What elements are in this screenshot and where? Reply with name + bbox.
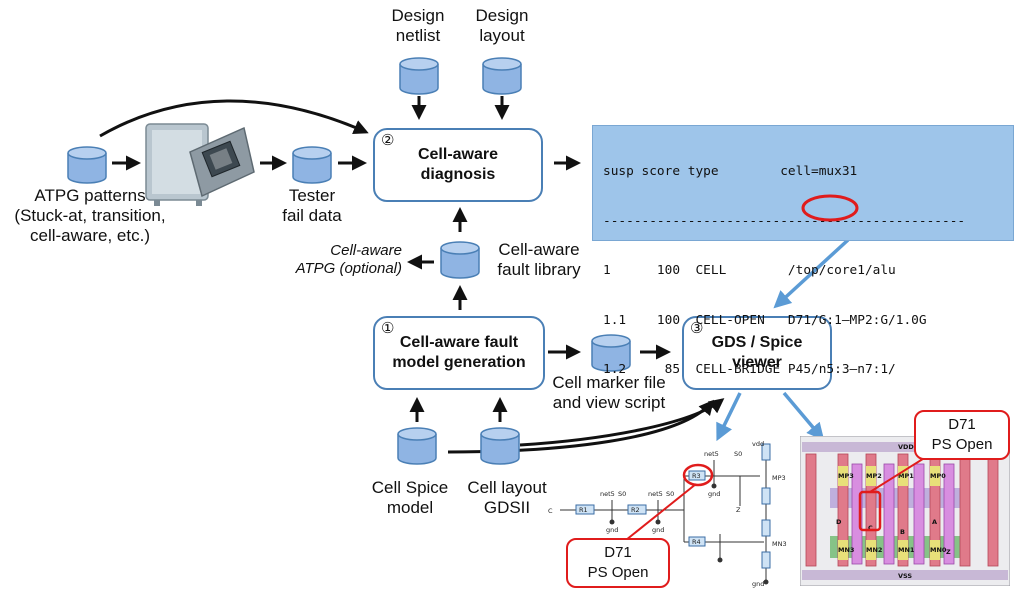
atpg-patterns-label: ATPG patterns (Stuck-at, transition, cel… bbox=[14, 186, 166, 246]
design-netlist-db-icon bbox=[399, 57, 439, 95]
design-layout-label: Design layout bbox=[475, 6, 529, 46]
schematic-open-callout: D71 PS Open bbox=[566, 538, 670, 588]
diagnosis-box: ② Cell-aware diagnosis bbox=[373, 128, 543, 202]
arrow-layoutgds-to-viewer bbox=[519, 398, 725, 447]
atpg-optional-label: Cell-aware ATPG (optional) bbox=[295, 242, 402, 277]
design-layout-db-icon bbox=[482, 57, 522, 95]
schematic-label: Z bbox=[736, 506, 741, 514]
report-header: susp score type cell=mux31 bbox=[603, 164, 858, 179]
vdd-label: VDD bbox=[898, 443, 914, 451]
model-generation-label: Cell-aware fault model generation bbox=[392, 334, 526, 371]
schematic-view: net5 S0 vdd MP3 R3 gnd Z net5 S0 net5 S0… bbox=[548, 440, 787, 588]
report-row: 1.1 100 CELL-OPEN D71/G:1—MP2:G/1.0G bbox=[603, 312, 927, 328]
pin-label: D bbox=[836, 518, 842, 526]
cell-layout-db-icon bbox=[480, 427, 520, 465]
fault-library-label: Cell-aware fault library bbox=[497, 240, 581, 280]
schematic-label: S0 bbox=[618, 490, 626, 498]
cell-marker-label: Cell marker file and view script bbox=[552, 373, 666, 413]
report-separator: ----------------------------------------… bbox=[603, 213, 966, 229]
schematic-label: R3 bbox=[692, 472, 701, 480]
schematic-label: R1 bbox=[579, 506, 588, 514]
model-generation-step-number: ① bbox=[381, 320, 395, 337]
schematic-label: C bbox=[548, 507, 553, 515]
viewer-label: GDS / Spice viewer bbox=[711, 334, 803, 371]
pin-label: A bbox=[932, 518, 937, 526]
cell-spice-label: Cell Spice model bbox=[371, 478, 449, 518]
diagnosis-step-number: ② bbox=[381, 132, 395, 149]
layout-view: VDD VSS MP3 MP2 MP1 MP0 MN3 MN2 MN1 MN0 … bbox=[800, 436, 1010, 586]
tester-fail-data-db-icon bbox=[292, 146, 332, 184]
transistor-label: MP1 bbox=[898, 472, 914, 480]
diagnosis-label: Cell-aware diagnosis bbox=[417, 146, 499, 183]
schematic-label: net5 bbox=[600, 490, 615, 498]
pin-label: Z bbox=[946, 548, 951, 556]
transistor-label: MN2 bbox=[866, 546, 882, 554]
report-highlight-circle bbox=[801, 194, 859, 222]
tester-fail-data-label: Tester fail data bbox=[282, 186, 342, 226]
report-row: 1.2 85 CELL-BRIDGE P45/n5:3—n7:1/ bbox=[603, 362, 896, 377]
schematic-label: MP3 bbox=[772, 474, 786, 482]
schematic-label: gnd bbox=[652, 526, 664, 534]
schematic-label: R4 bbox=[692, 538, 701, 546]
schematic-label: gnd bbox=[606, 526, 618, 534]
schematic-label: vdd bbox=[752, 440, 764, 448]
pin-label: C bbox=[868, 524, 873, 532]
tester-machine-icon bbox=[145, 123, 255, 206]
arrow-atpg-to-diagnosis bbox=[99, 99, 369, 138]
transistor-label: MP2 bbox=[866, 472, 882, 480]
schematic-label: R2 bbox=[631, 506, 640, 514]
diagnosis-report: susp score type cell=mux31 -------------… bbox=[592, 125, 1014, 377]
pin-label: B bbox=[900, 528, 905, 536]
schematic-label: net5 bbox=[648, 490, 663, 498]
schematic-label: gnd bbox=[752, 580, 764, 588]
cell-spice-db-icon bbox=[397, 427, 437, 465]
design-netlist-label: Design netlist bbox=[391, 6, 445, 46]
schematic-callout-pointer bbox=[625, 483, 697, 541]
schematic-label: S0 bbox=[734, 450, 742, 458]
fault-library-db-icon bbox=[440, 241, 480, 279]
schematic-label: gnd bbox=[708, 490, 720, 498]
vss-label: VSS bbox=[898, 572, 912, 580]
arrow-viewer-to-layout bbox=[782, 391, 825, 441]
layout-open-callout: D71 PS Open bbox=[914, 410, 1010, 460]
arrow-report-to-viewer bbox=[773, 238, 850, 309]
schematic-label: S0 bbox=[666, 490, 674, 498]
schematic-label: net5 bbox=[704, 450, 719, 458]
model-generation-box: ① Cell-aware fault model generation bbox=[373, 316, 545, 390]
transistor-label: MN0 bbox=[930, 546, 947, 554]
transistor-label: MP3 bbox=[838, 472, 854, 480]
viewer-box: ③ GDS / Spice viewer bbox=[682, 316, 832, 390]
report-row: 1 100 CELL /top/core1/alu bbox=[603, 263, 896, 278]
transistor-label: MP0 bbox=[930, 472, 946, 480]
schematic-label: MN3 bbox=[772, 540, 787, 548]
viewer-step-number: ③ bbox=[690, 320, 704, 337]
cell-marker-db-icon bbox=[591, 334, 631, 372]
atpg-patterns-db-icon bbox=[67, 146, 107, 184]
cell-layout-label: Cell layout GDSII bbox=[467, 478, 547, 518]
arrow-viewer-to-schematic bbox=[716, 392, 742, 442]
transistor-label: MN1 bbox=[898, 546, 915, 554]
transistor-label: MN3 bbox=[838, 546, 854, 554]
